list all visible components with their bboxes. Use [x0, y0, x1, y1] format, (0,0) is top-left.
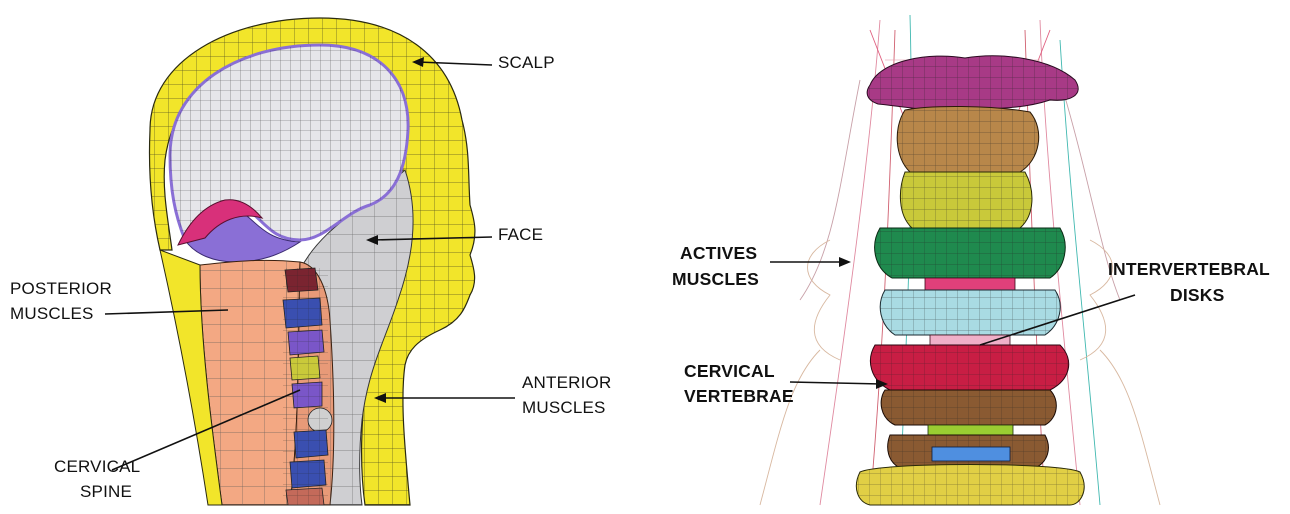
- vertebra-c1: [897, 106, 1039, 172]
- actives-muscles-label-line1: ACTIVES: [680, 242, 757, 264]
- cervical-spine-column: [283, 268, 332, 505]
- vertebra-c7: [856, 465, 1084, 506]
- cervical-vertebrae-leader-line: [790, 382, 882, 384]
- vertebra-c5: [870, 345, 1068, 390]
- intervertebral-disk-3: [928, 425, 1013, 435]
- vertebra-c2: [900, 172, 1032, 228]
- posterior-muscles-label-line1: POSTERIOR: [10, 278, 112, 300]
- cervical-spine-label-line2: SPINE: [80, 481, 132, 503]
- intervertebral-disks-label-line1: INTERVERTEBRAL: [1108, 258, 1270, 280]
- intervertebral-disks-label-line2: DISKS: [1170, 284, 1224, 306]
- vertebra-c6: [881, 390, 1056, 425]
- cervical-spine-label-line1: CERVICAL: [54, 456, 140, 478]
- cervical-vertebrae-label-line1: CERVICAL: [684, 360, 775, 382]
- vertebra-c3: [875, 228, 1066, 278]
- actives-muscles-label-line2: MUSCLES: [672, 268, 759, 290]
- anterior-muscles-label-line2: MUSCLES: [522, 397, 606, 419]
- face-label: FACE: [498, 224, 543, 246]
- posterior-muscles-label-line2: MUSCLES: [10, 303, 94, 325]
- scalp-label: SCALP: [498, 52, 555, 74]
- actives-muscles-arrowhead: [839, 257, 851, 267]
- skull-base-occiput: [867, 56, 1078, 111]
- anterior-muscles-label-line1: ANTERIOR: [522, 372, 611, 394]
- cervical-vertebrae-label-line2: VERTEBRAE: [684, 385, 794, 407]
- intervertebral-disk-4: [932, 447, 1010, 461]
- intervertebral-disk-1: [925, 278, 1015, 290]
